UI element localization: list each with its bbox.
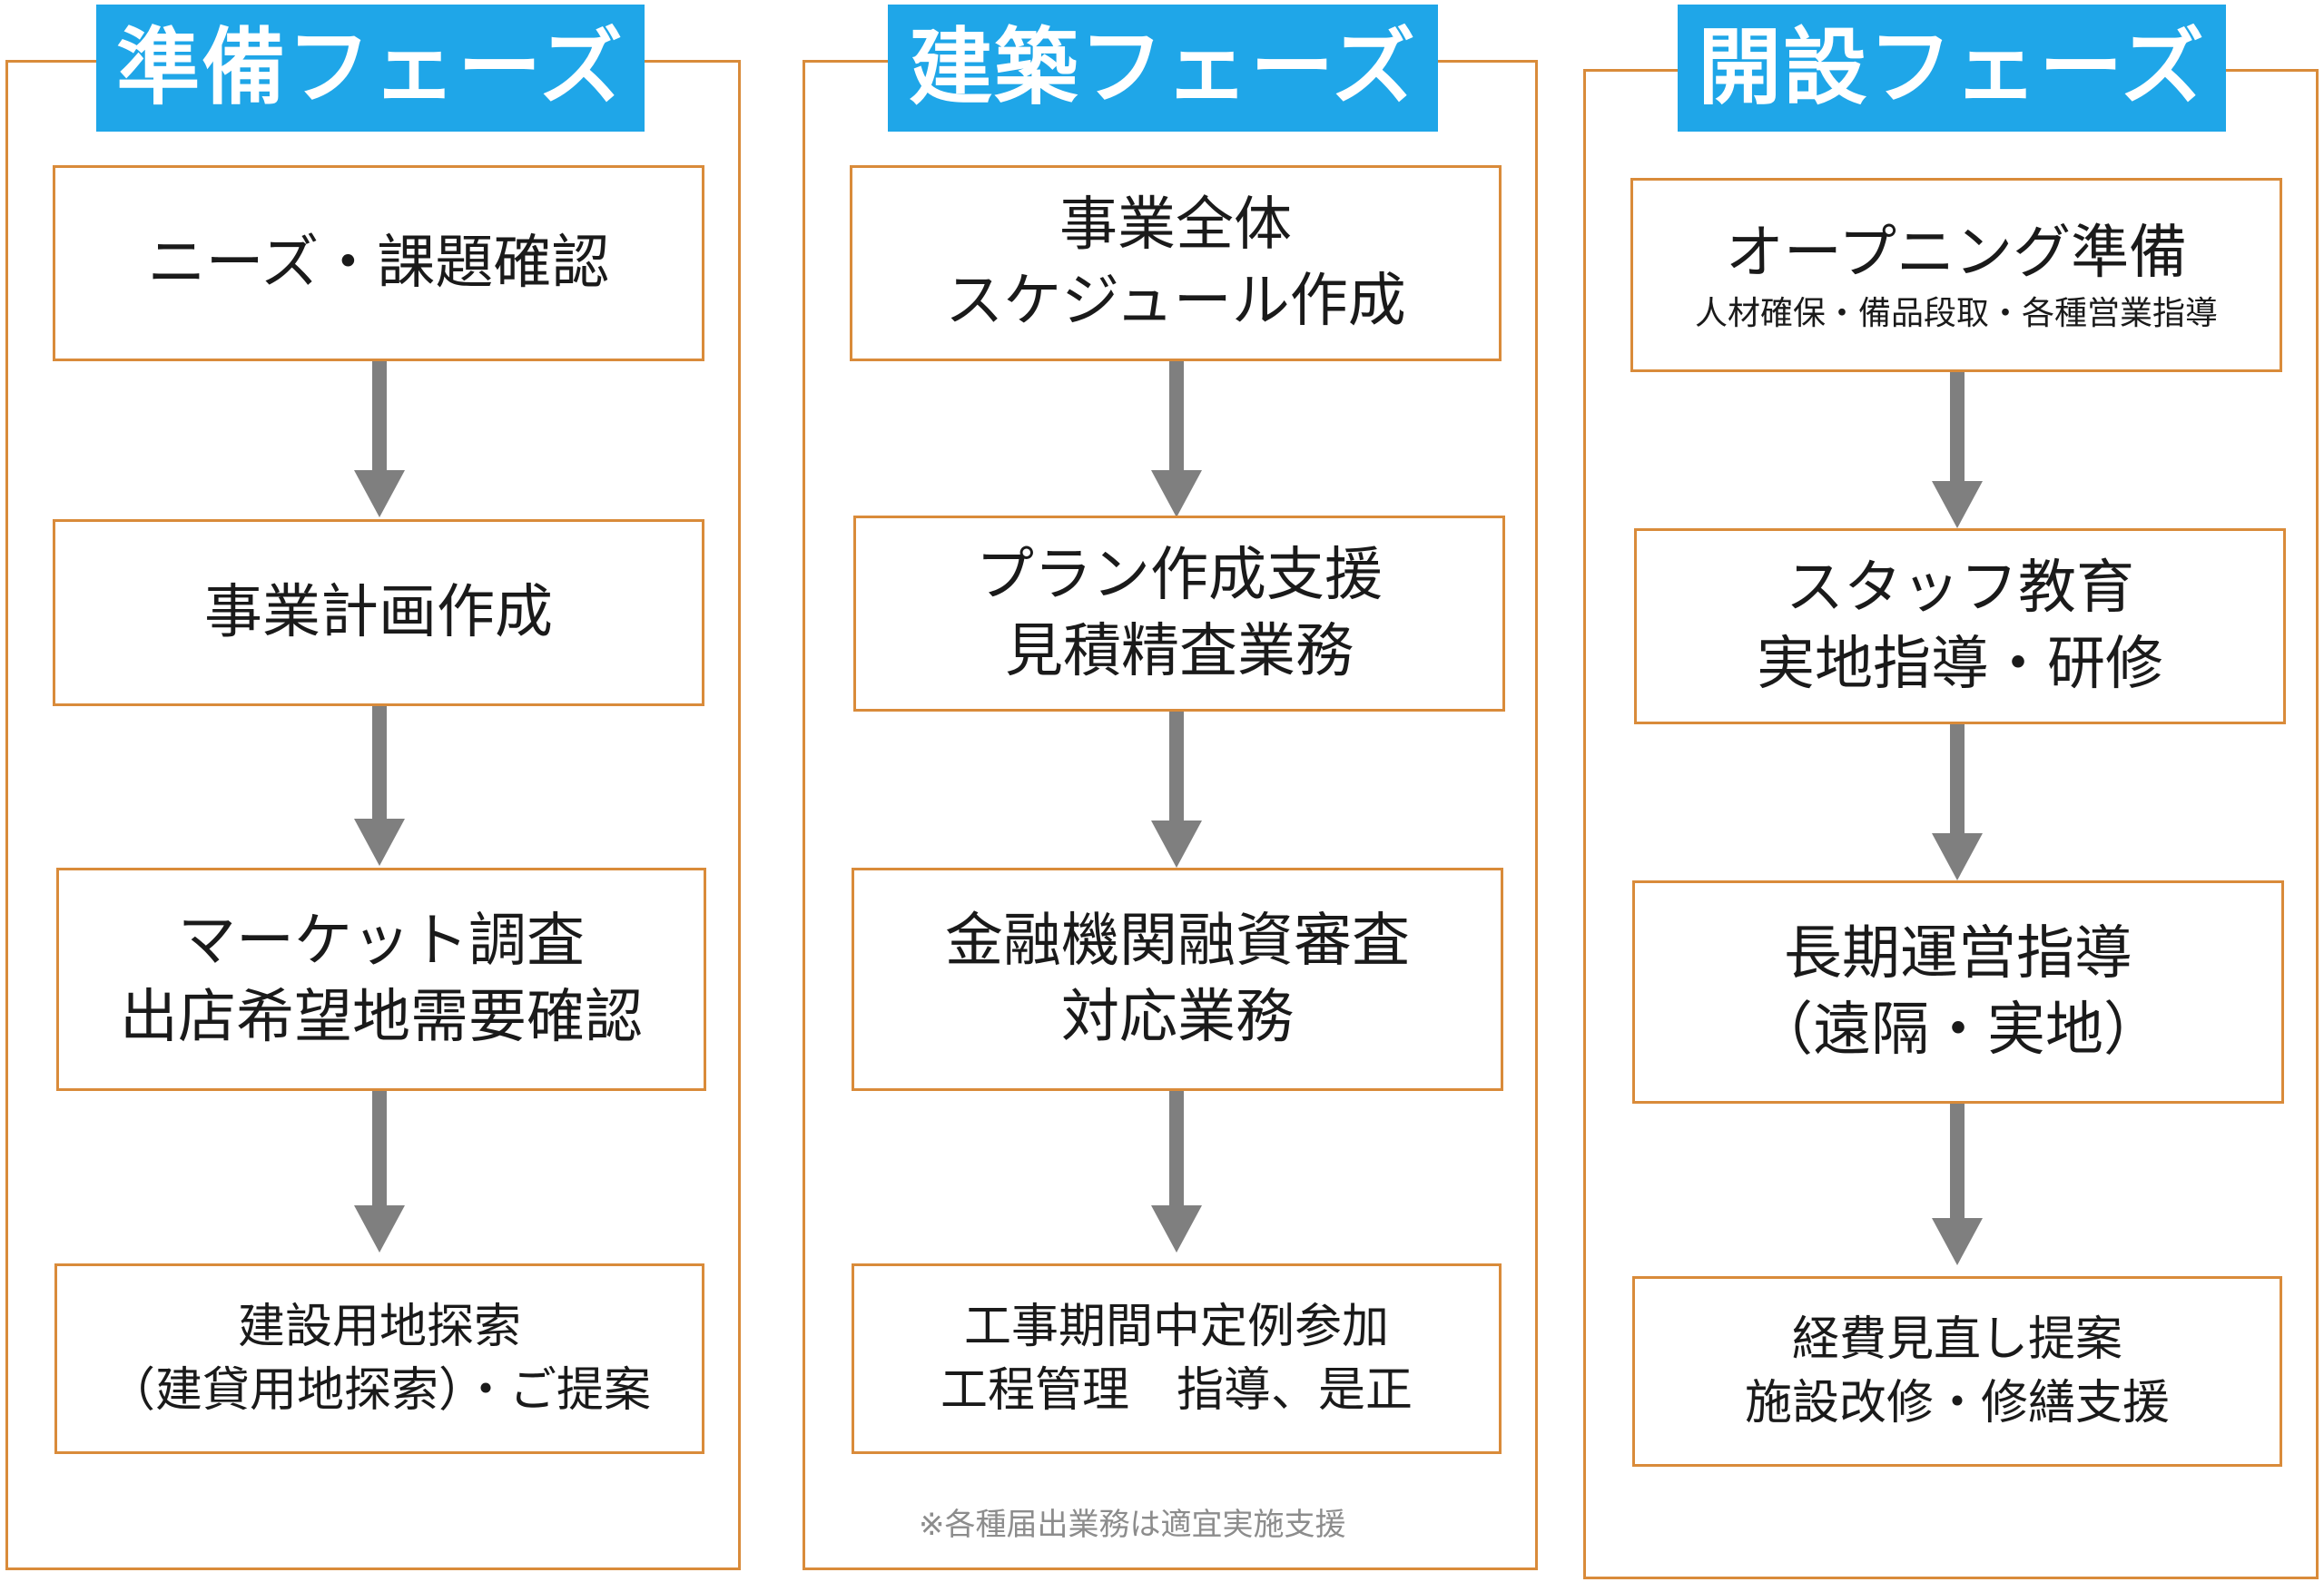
step-staff-training: スタッフ教育 実地指導・研修 (1634, 528, 2286, 724)
arrow-down-icon (1930, 1104, 1984, 1265)
step-schedule: 事業全体 スケジュール作成 (850, 165, 1502, 361)
arrow-down-icon (352, 1091, 407, 1253)
arrow-down-icon (1149, 1091, 1204, 1253)
arrow-down-icon (1149, 361, 1204, 517)
step-long-term-guidance: 長期運営指導 （遠隔・実地） (1632, 880, 2284, 1104)
step-cost-review: 経費見直し提案 施設改修・修繕支援 (1632, 1276, 2282, 1467)
arrow-down-icon (352, 361, 407, 517)
step-land-search: 建設用地探索 （建貸用地探索）・ご提案 (54, 1263, 704, 1454)
step-opening-prep-detail: 人材確保・備品段取・各種営業指導 (1694, 295, 2218, 332)
arrow-down-icon (1149, 712, 1204, 868)
step-market-research: マーケット調査 出店希望地需要確認 (56, 868, 706, 1091)
step-opening-prep: オープニング準備 人材確保・備品段取・各種営業指導 (1630, 178, 2282, 372)
step-business-plan: 事業計画作成 (53, 519, 704, 706)
step-plan-estimate: プラン作成支援 見積精査業務 (853, 516, 1505, 712)
step-financing-review: 金融機関融資審査 対応業務 (852, 868, 1503, 1091)
step-needs-check: ニーズ・課題確認 (53, 165, 704, 361)
arrow-down-icon (1930, 372, 1984, 528)
arrow-down-icon (1930, 724, 1984, 880)
phase-title-construction: 建築フェーズ (888, 5, 1438, 132)
phase-title-preparation: 準備フェーズ (96, 5, 645, 132)
phase-title-opening: 開設フェーズ (1678, 5, 2226, 132)
step-construction-management: 工事期間中定例参加 工程管理 指導、是正 (852, 1263, 1502, 1454)
arrow-down-icon (352, 706, 407, 866)
footnote: ※各種届出業務は適宜実施支援 (919, 1507, 1346, 1543)
